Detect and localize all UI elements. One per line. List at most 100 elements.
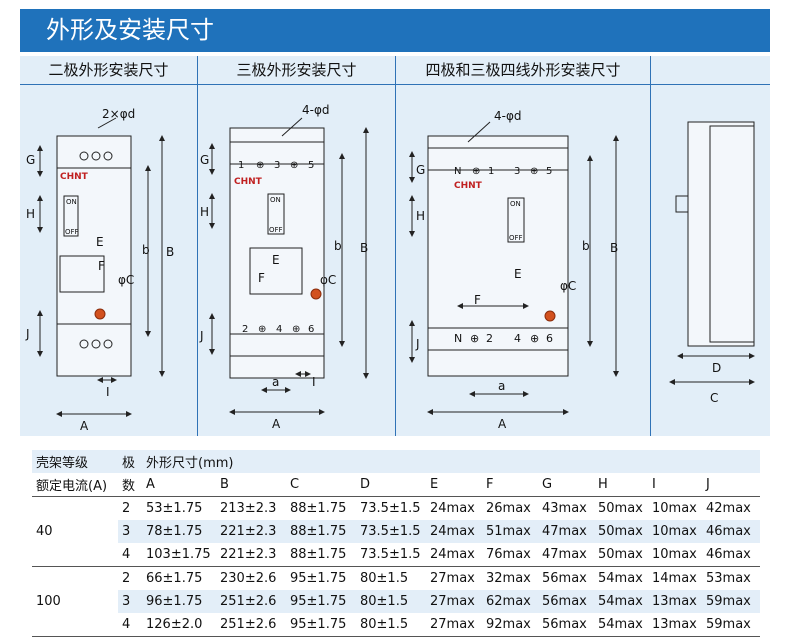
value-cell: 24max: [430, 501, 475, 516]
value-cell: 66±1.75: [146, 571, 203, 586]
dim-label-phic: φC: [320, 273, 336, 287]
col-size-header: 外形尺寸(mm): [142, 450, 760, 473]
bottom-terminal-label: 4: [276, 324, 282, 335]
dim-label-a: A: [272, 417, 281, 431]
hole-label: 2×φd: [102, 107, 135, 121]
value-cell: 88±1.75: [286, 520, 356, 543]
top-terminal-label: ⊕: [530, 166, 538, 177]
col-letter: B: [216, 473, 286, 497]
panel-header-4pole: 四极和三极四线外形安装尺寸: [425, 61, 621, 79]
dim-label-i: I: [106, 385, 110, 399]
mounting-hole-dot: [310, 288, 322, 300]
top-terminal-label: 1: [488, 166, 494, 177]
top-terminal-block: [229, 141, 325, 165]
top-terminal-block: [427, 147, 569, 171]
value-cell: 47max: [538, 543, 594, 567]
value-cell: 126±2.0: [142, 613, 216, 637]
dim-label-d: D: [712, 361, 721, 375]
col-letter: J: [702, 473, 760, 497]
top-terminal-label: ⊕: [256, 160, 264, 171]
top-terminal-label: 3: [514, 166, 520, 177]
dim-label-g: G: [200, 153, 209, 167]
value-cell: 62max: [482, 590, 538, 613]
value-cell: 42max: [706, 501, 751, 516]
panel-divider: [395, 56, 396, 436]
panel-2pole-drawing: [37, 117, 165, 417]
value-cell: 73.5±1.5: [356, 543, 426, 567]
bottom-terminal-label: ⊕: [530, 332, 539, 345]
dim-label-h: H: [200, 205, 209, 219]
dim-label-b: B: [360, 241, 368, 255]
dim-label-b-small: b: [582, 239, 590, 253]
dim-label-a-small: a: [498, 379, 505, 393]
din-clip: [675, 195, 689, 213]
value-cell: 14max: [652, 571, 697, 586]
panel-divider: [197, 56, 198, 436]
top-terminal-label: ⊕: [472, 166, 480, 177]
pole-cell: 4: [118, 543, 142, 567]
value-cell: 56max: [538, 590, 594, 613]
mounting-hole-dot: [544, 310, 556, 322]
switch-handle: [63, 195, 79, 237]
value-cell: 76max: [482, 543, 538, 567]
value-cell: 50max: [594, 520, 648, 543]
bottom-terminal-label: 2: [242, 324, 248, 335]
switch-on-label: ON: [66, 198, 77, 206]
col-frame-header: 壳架等级: [32, 450, 118, 473]
value-cell: 73.5±1.5: [360, 501, 421, 516]
value-cell: 27max: [430, 571, 475, 586]
bottom-terminal-label: 6: [308, 324, 314, 335]
value-cell: 95±1.75: [290, 571, 347, 586]
side-body: [687, 121, 755, 347]
value-cell: 54max: [598, 571, 643, 586]
value-cell: 54max: [594, 590, 648, 613]
bottom-terminal-label: ⊕: [258, 324, 266, 335]
dim-label-b-small: b: [142, 243, 150, 257]
value-cell: 50max: [594, 543, 648, 567]
value-cell: 59max: [702, 590, 760, 613]
dim-label-h: H: [416, 209, 425, 223]
value-cell: 10max: [652, 501, 697, 516]
value-cell: 26max: [486, 501, 531, 516]
brand-logo: CHNT: [60, 172, 89, 182]
table-header-row: 壳架等级 极 外形尺寸(mm): [32, 450, 760, 473]
breaker-body: [427, 135, 569, 377]
dim-label-c: C: [710, 391, 718, 405]
dim-label-e: E: [272, 253, 280, 267]
value-cell: 96±1.75: [142, 590, 216, 613]
panel-header-3pole: 三极外形安装尺寸: [236, 61, 357, 79]
pole-cell: 2: [122, 501, 131, 516]
dimension-drawings: 二极外形安装尺寸 三极外形安装尺寸 四极和三极四线外形安装尺寸: [20, 56, 770, 436]
hole-label: 4-φd: [494, 109, 522, 123]
col-letter: E: [426, 473, 482, 497]
dim-label-j: J: [415, 337, 420, 351]
value-cell: 10max: [648, 520, 702, 543]
value-cell: 27max: [426, 590, 482, 613]
dim-label-a: A: [498, 417, 507, 431]
value-cell: 24max: [426, 543, 482, 567]
value-cell: 43max: [542, 501, 587, 516]
bottom-terminal-block: [427, 327, 569, 351]
bottom-terminal-block: [229, 333, 325, 357]
dim-label-f: F: [474, 293, 481, 307]
value-cell: 53±1.75: [146, 501, 203, 516]
pole-cell: 3: [118, 590, 142, 613]
value-cell: 213±2.3: [220, 501, 277, 516]
col-current-header: 额定电流(A): [32, 473, 118, 497]
dim-label-f: F: [258, 271, 265, 285]
bottom-terminal-label: 4: [514, 332, 521, 345]
value-cell: 103±1.75: [142, 543, 216, 567]
col-letter: F: [482, 473, 538, 497]
value-cell: 27max: [426, 613, 482, 637]
drawing-svg: 2×φd CHNT ON OFF G H J E F φC b B I A: [25, 103, 755, 433]
value-cell: 80±1.5: [356, 613, 426, 637]
dim-label-phic: φC: [118, 273, 134, 287]
value-cell: 221±2.3: [216, 520, 286, 543]
value-cell: 221±2.3: [216, 543, 286, 567]
switch-on-label: ON: [510, 200, 521, 208]
dim-label-e: E: [96, 235, 104, 249]
value-cell: 59max: [702, 613, 760, 637]
dim-label-a: A: [80, 419, 89, 433]
top-terminal-label: 5: [546, 166, 552, 177]
value-cell: 92max: [482, 613, 538, 637]
